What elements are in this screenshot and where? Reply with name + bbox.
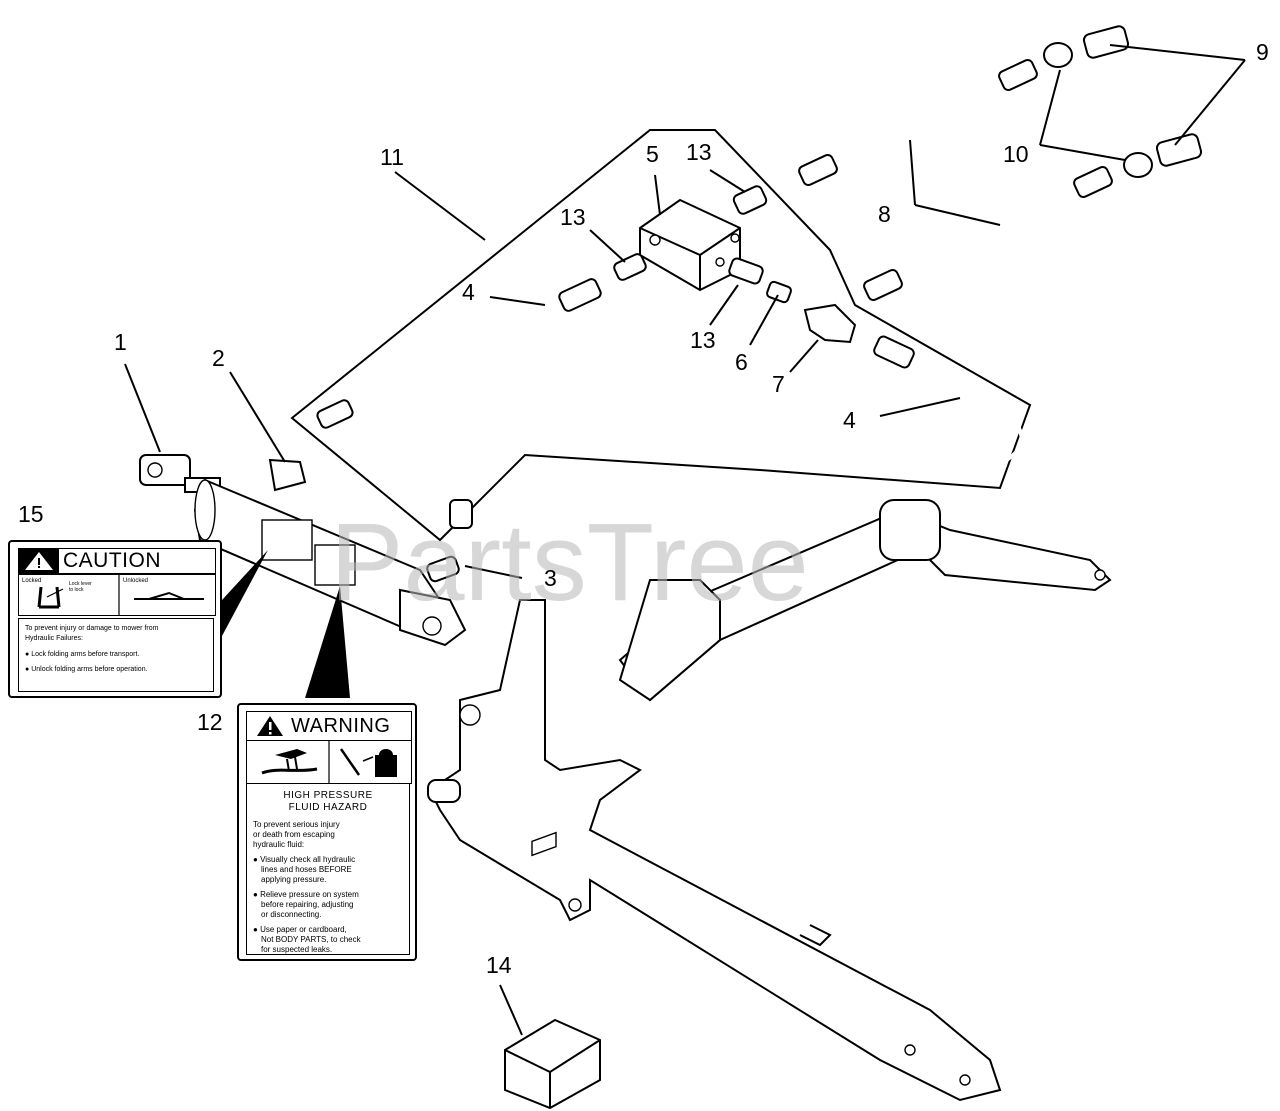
warning-title: WARNING [291,714,391,737]
parts-box [504,831,601,1110]
callout-13b: 13 [560,204,586,230]
caution-pic-mid: Lock lever to lock [69,581,92,593]
caution-text-panel: To prevent injury or damage to mower fro… [18,618,214,692]
callout-6: 6 [735,349,748,375]
caution-title: CAUTION [63,549,161,572]
warning-b3a: Use paper or cardboard, [260,925,347,934]
warning-header: WARNING [246,711,412,741]
callout-8: 8 [878,201,891,227]
warning-b2a: Relieve pressure on system [260,890,359,899]
warning-b2c: or disconnecting. [261,910,322,919]
bullet-icon: ● [25,651,32,658]
caution-header: CAUTION [18,548,216,574]
callout-5: 5 [646,141,659,167]
caution-pic-left: Locked [22,578,42,584]
callout-13c: 13 [690,327,716,353]
warning-bullet-3: ● Use paper or cardboard, Not BODY PARTS… [253,925,403,955]
warning-b3b: Not BODY PARTS, to check [261,935,361,944]
bullet-icon: ● [253,855,261,864]
kit-outline [290,129,1032,542]
warning-pictogram [246,740,412,784]
caution-decal: CAUTION Locked Lock lever to lock Unlock… [8,540,222,698]
warning-b2b: before repairing, adjusting [261,900,354,909]
bullet-icon: ● [253,890,261,899]
warning-triangle-icon [257,716,283,736]
hydraulic-cylinder [139,454,467,647]
callout-10: 10 [1003,141,1029,167]
caution-line-1: To prevent injury or damage to mower fro… [25,625,159,632]
callout-9: 9 [1256,39,1269,65]
bullet-icon: ● [25,666,32,673]
callout-11: 11 [380,144,404,170]
callout-7: 7 [772,371,785,397]
callout-4b: 4 [843,407,856,433]
hazard-line-1: HIGH PRESSURE [283,790,373,801]
hazard-line-2: FLUID HAZARD [288,802,368,813]
callout-12: 12 [197,709,223,735]
caution-bullet-1: Lock folding arms before transport. [31,651,140,658]
callout-2: 2 [212,345,225,371]
callout-15: 15 [18,501,44,527]
warning-intro-1: To prevent serious injury [253,820,340,829]
warning-b1a: Visually check all hydraulic [260,855,356,864]
callout-labels: 1 2 3 4 4 5 6 7 8 9 10 11 12 13 13 13 14… [18,39,1269,978]
warning-intro-3: hydraulic fluid: [253,840,305,849]
valve-block [639,198,741,292]
warning-b1c: applying pressure. [261,875,327,884]
warning-bullet-1: ● Visually check all hydraulic lines and… [253,855,403,885]
warning-intro-2: or death from escaping [253,830,335,839]
warning-triangle-icon [19,549,59,573]
warning-bullet-2: ● Relieve pressure on system before repa… [253,890,403,920]
callout-3: 3 [544,565,557,591]
leader-lines [124,44,1246,1036]
caution-pointer [222,550,268,636]
caution-pic-right: Unlocked [123,578,149,584]
hoses [316,58,1113,529]
watermark: PartsTree [330,501,809,624]
adapters [1043,25,1203,178]
warning-decal: WARNING HIGH PRESSURE FLUID HAZARD To pr… [237,703,417,961]
warning-b1b: lines and hoses BEFORE [261,865,352,874]
caution-pictogram: Locked Lock lever to lock Unlocked [18,574,216,616]
caution-bullet-2: Unlock folding arms before operation. [31,666,148,673]
bullet-icon: ● [253,925,261,934]
mower-frame [427,499,1112,1102]
callout-4a: 4 [462,279,475,305]
callout-1: 1 [114,329,127,355]
hazard-heading: HIGH PRESSURE FLUID HAZARD [253,790,403,814]
warning-b3c: for suspected leaks. [261,945,333,954]
callout-14: 14 [486,952,512,978]
warning-pointer [305,586,350,698]
caution-line-2: Hydraulic Failures: [25,635,83,642]
warning-text-panel: HIGH PRESSURE FLUID HAZARD To prevent se… [246,783,410,955]
callout-13a: 13 [686,139,712,165]
